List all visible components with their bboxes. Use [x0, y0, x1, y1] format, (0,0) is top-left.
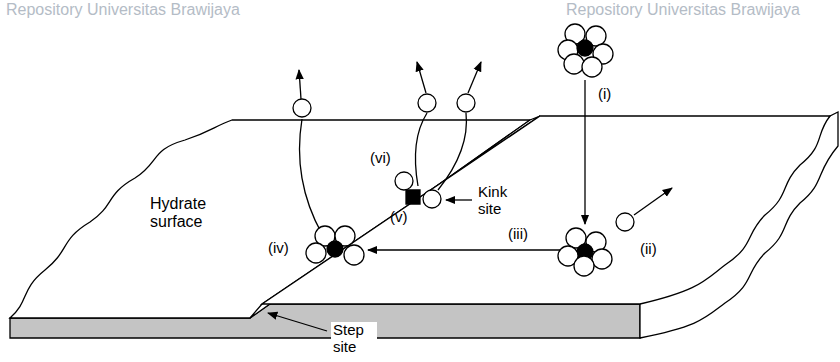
surface-label: Hydrate surface	[150, 195, 214, 231]
watermark: Repository Universitas Brawijaya	[6, 1, 240, 19]
molecules	[293, 24, 634, 276]
watermark: Repository Universitas Brawijaya	[566, 1, 800, 19]
motion-arrows	[268, 62, 672, 331]
site-label: Step site	[331, 322, 377, 356]
step-number: (ii)	[640, 241, 657, 258]
step-number: (i)	[598, 86, 611, 103]
site-label: Kink site	[478, 184, 520, 218]
step-number: (vi)	[370, 150, 391, 167]
step-number: (iv)	[268, 240, 289, 257]
upper-terrace	[262, 116, 830, 304]
step-number: (iii)	[508, 226, 528, 243]
step-number: (v)	[390, 209, 408, 226]
